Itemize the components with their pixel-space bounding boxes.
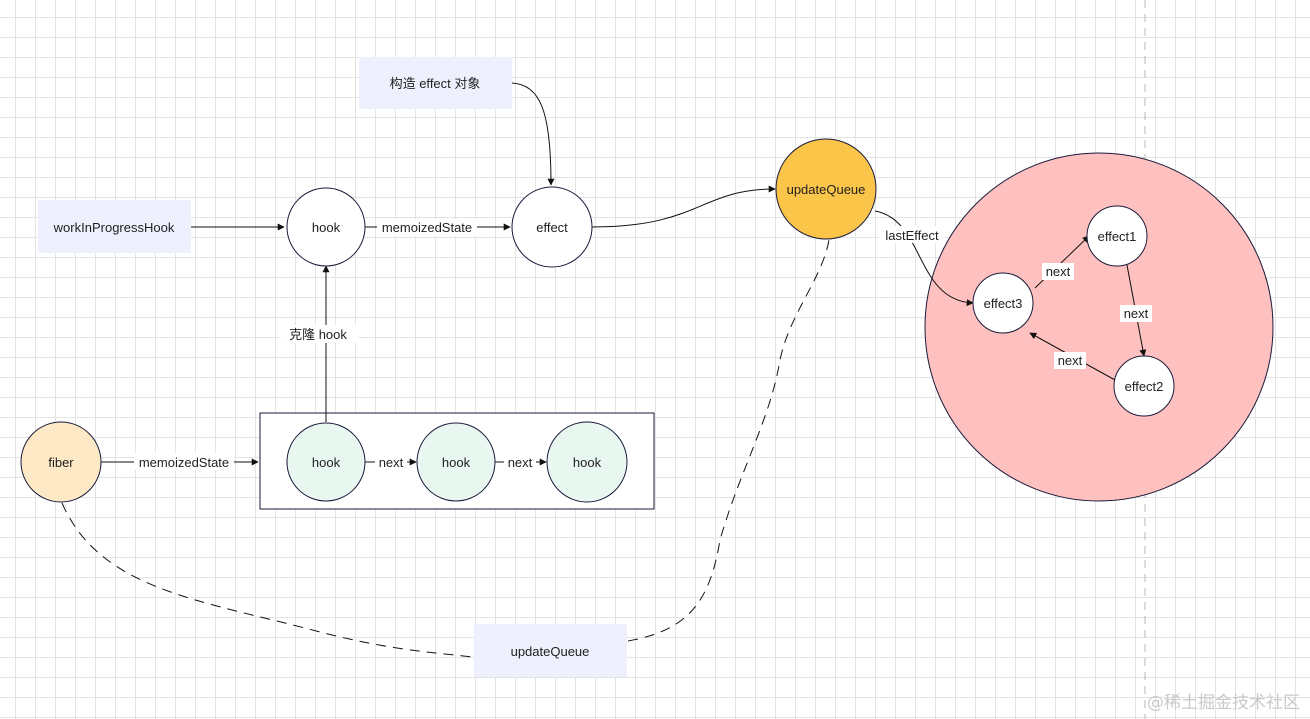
- hook-list-node-2[interactable]: hook: [416, 422, 496, 502]
- hook-top-node[interactable]: hook: [286, 187, 366, 267]
- edge-effect-to-updatequeue: [591, 185, 776, 228]
- effect-label: effect: [536, 220, 568, 235]
- update-queue-node-label: updateQueue: [787, 182, 866, 197]
- effect2-node[interactable]: effect2: [1113, 355, 1175, 417]
- work-in-progress-hook-box[interactable]: [38, 200, 191, 253]
- edge-fiber-dashed: [61, 502, 473, 658]
- update-queue-box-label: updateQueue: [511, 644, 590, 659]
- edge-last-effect: [874, 210, 974, 307]
- label-effect2-to-effect3: next: [1058, 353, 1083, 368]
- construct-effect-box[interactable]: [359, 57, 512, 109]
- edge-construct-to-effect: [511, 82, 555, 186]
- work-in-progress-hook-label: workInProgressHook: [53, 220, 175, 235]
- effect3-label: effect3: [984, 296, 1023, 311]
- hook-top-label: hook: [312, 220, 341, 235]
- label-fiber-to-hooks: memoizedState: [139, 455, 229, 470]
- hook-list-label-2: hook: [442, 455, 471, 470]
- effect1-label: effect1: [1098, 229, 1137, 244]
- watermark: @稀土掘金技术社区: [1147, 693, 1300, 713]
- hook-list-label-3: hook: [573, 455, 602, 470]
- update-queue-box[interactable]: [474, 624, 627, 677]
- fiber-label: fiber: [48, 455, 74, 470]
- label-hook-to-effect: memoizedState: [382, 220, 472, 235]
- effect1-node[interactable]: effect1: [1086, 205, 1148, 267]
- label-clone-hook: 克隆 hook: [289, 327, 347, 342]
- effect2-label: effect2: [1125, 379, 1164, 394]
- fiber-node[interactable]: fiber: [20, 421, 102, 503]
- effect-node[interactable]: effect: [511, 186, 593, 268]
- hook-list-node-1[interactable]: hook: [286, 422, 366, 502]
- label-hook-next-2: next: [508, 455, 533, 470]
- hook-list-node-3[interactable]: hook: [546, 421, 628, 503]
- label-hook-next-1: next: [379, 455, 404, 470]
- label-last-effect: lastEffect: [885, 228, 939, 243]
- construct-effect-label: 构造 effect 对象: [390, 76, 481, 91]
- label-effect3-to-effect1: next: [1046, 264, 1071, 279]
- label-effect1-to-effect2: next: [1124, 306, 1149, 321]
- effect3-node[interactable]: effect3: [972, 272, 1034, 334]
- effect-ring-circle: [924, 152, 1274, 502]
- update-queue-node[interactable]: updateQueue: [775, 138, 877, 240]
- hook-list-label-1: hook: [312, 455, 341, 470]
- edge-updatequeue-dashed: [627, 227, 834, 642]
